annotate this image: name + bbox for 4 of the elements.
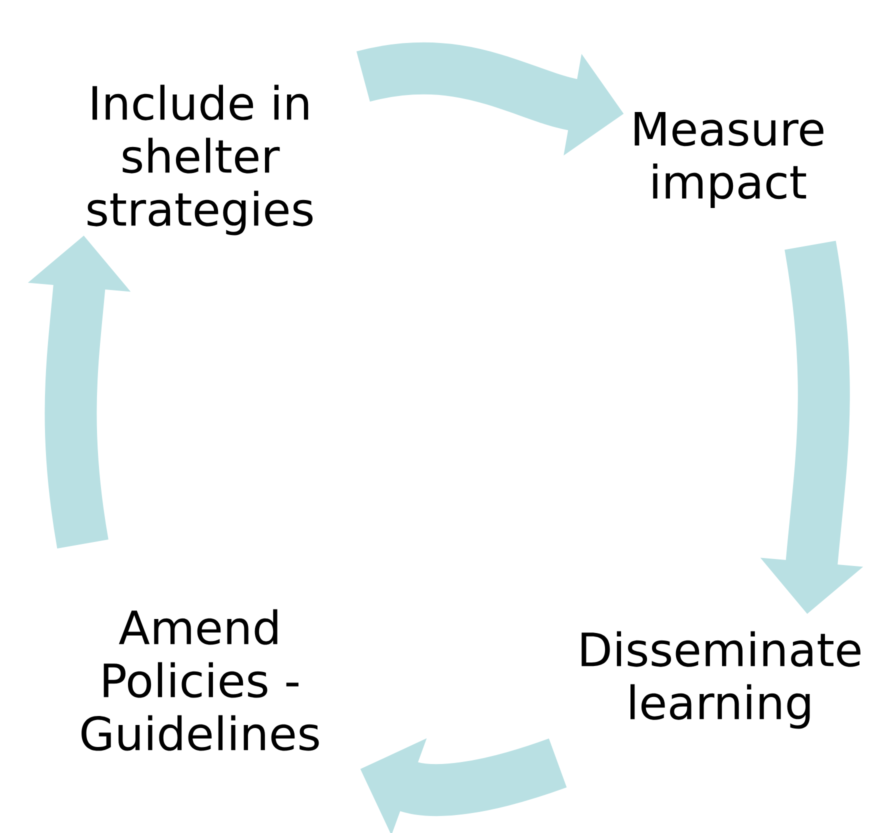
step-label: Include in shelter strategies <box>88 84 313 236</box>
step-label: Amend Policies - Guidelines <box>82 609 319 751</box>
step-label: Measure impact <box>634 112 824 208</box>
step-label: Disseminate learning <box>582 631 860 729</box>
